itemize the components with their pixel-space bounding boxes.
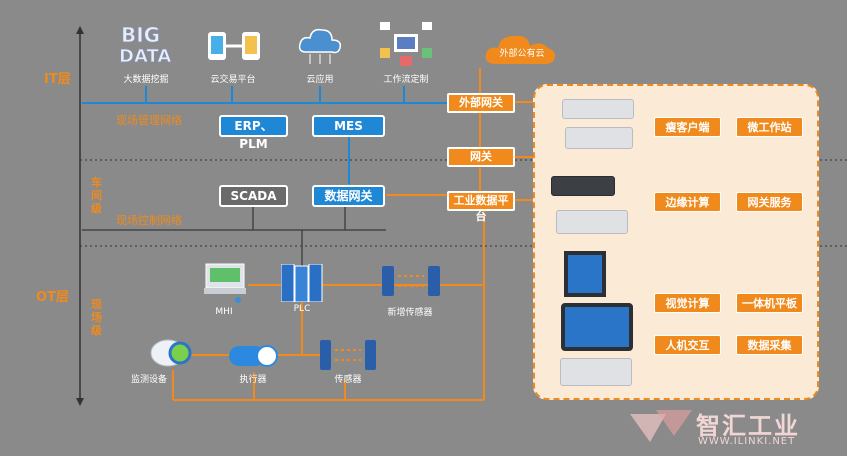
- industrial-data-platform-box: 工业数据平台: [447, 191, 515, 223]
- data-gateway-box: 数据网关: [312, 185, 385, 207]
- public-cloud-icon: [484, 28, 558, 68]
- monitor-device-icon: [150, 337, 194, 369]
- external-gateway-box: 外部网关: [447, 93, 515, 113]
- sensor-label: 传感器: [334, 375, 362, 385]
- feature-vision-computing: 视觉计算: [654, 293, 721, 313]
- collector-device-icon: [560, 358, 632, 386]
- feature-gateway-service: 网关服务: [736, 192, 803, 212]
- layer-field-label: 现场级: [91, 298, 102, 337]
- thin-client-device-icon: [565, 127, 633, 149]
- edge-box-device-icon: [556, 210, 628, 234]
- public-cloud-label: 外部公有云: [499, 49, 545, 59]
- feature-micro-workstation: 微工作站: [736, 117, 803, 137]
- mhi-label: MHI: [215, 307, 233, 317]
- layer-ot-label: OT层: [36, 290, 69, 305]
- mes-box: MES: [312, 115, 385, 137]
- layer-workshop-label: 车间级: [91, 176, 102, 215]
- watermark-url: WWW.ILINKI.NET: [698, 436, 796, 447]
- workflow-label: 工作流定制: [383, 75, 429, 85]
- cloud-trade-label: 云交易平台: [210, 75, 256, 85]
- actuator-icon: [229, 344, 279, 368]
- panel-pc-device-icon: [564, 251, 606, 297]
- cloud-app-icon: [296, 22, 344, 66]
- feature-edge-computing: 边缘计算: [654, 192, 721, 212]
- svg-text:DATA: DATA: [119, 46, 171, 66]
- feature-hmi: 人机交互: [654, 335, 721, 355]
- feature-panel-tablet: 一体机平板: [736, 293, 803, 313]
- svg-text:BIG: BIG: [121, 23, 160, 47]
- watermark-logo: 智汇工业 WWW.ILINKI.NET: [626, 404, 836, 452]
- thin-client-device-icon: [562, 99, 634, 119]
- layer-it-label: IT层: [44, 72, 71, 87]
- big-data-label: 大数据挖掘: [123, 75, 169, 85]
- cloud-app-label: 云应用: [306, 75, 334, 85]
- sensor-icon: [320, 340, 376, 370]
- erp-plm-box: ERP、PLM: [219, 115, 288, 151]
- tablet-device-icon: [561, 303, 633, 351]
- feature-data-acquisition: 数据采集: [736, 335, 803, 355]
- edge-box-device-icon: [551, 176, 615, 196]
- workflow-icon: [378, 18, 434, 68]
- cloud-trade-icon: [205, 28, 263, 64]
- new-sensor-label: 新增传感器: [387, 308, 433, 318]
- gateway-box: 网关: [447, 147, 515, 167]
- control-network-label: 现场控制网络: [116, 214, 182, 227]
- scada-box: SCADA: [219, 185, 288, 207]
- mhi-icon: [204, 262, 246, 304]
- plc-label: PLC: [293, 304, 311, 314]
- watermark-brand: 智汇工业: [696, 412, 800, 440]
- actuator-label: 执行器: [239, 375, 267, 385]
- monitor-device-label: 监测设备: [130, 375, 167, 385]
- feature-thin-client: 瘦客户端: [654, 117, 721, 137]
- management-network-label: 现场管理网络: [116, 114, 182, 127]
- plc-icon: [280, 263, 323, 303]
- new-sensor-icon: [382, 266, 440, 296]
